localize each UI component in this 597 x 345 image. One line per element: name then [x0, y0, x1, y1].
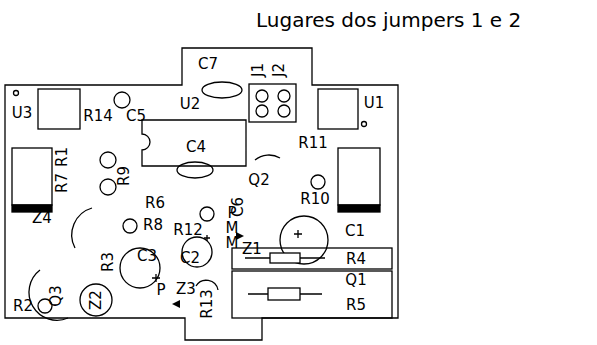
part-label: R9: [117, 166, 132, 186]
resistor-symbol: [268, 288, 300, 300]
transistor-outline: [255, 155, 280, 160]
part-label: R3: [101, 252, 116, 272]
diode-symbol: [172, 300, 180, 308]
diode-outline: [80, 284, 112, 316]
part-label: R7: [55, 173, 70, 193]
regulator-tab: [338, 205, 380, 212]
ic-outline: [38, 89, 80, 129]
regulator-outline: [338, 148, 380, 205]
part-label: M: [226, 236, 239, 251]
part-label: R10: [300, 192, 330, 207]
jumper-pads: [256, 90, 290, 117]
part-label: Q1: [345, 273, 366, 288]
pin-mark: [362, 122, 367, 127]
part-label: Z4: [32, 211, 52, 226]
part-label: Z3: [176, 282, 196, 297]
ic-outline: [142, 120, 246, 166]
component-box: [232, 271, 392, 318]
resistor-outline: [100, 152, 116, 168]
part-label: R4: [346, 252, 366, 267]
part-label: R11: [298, 136, 328, 151]
part-label: C1: [345, 224, 365, 239]
part-label: C7: [198, 57, 218, 72]
part-label: R1: [55, 147, 70, 167]
polarity-mark: [204, 235, 210, 241]
regulator-outline: [12, 148, 52, 205]
part-label: U2: [180, 97, 201, 112]
resistor-outline: [196, 280, 218, 290]
part-label: U1: [364, 96, 385, 111]
resistor-outline: [123, 219, 137, 233]
part-label: M: [226, 221, 239, 236]
capacitor-outline: [177, 162, 213, 178]
ic-outline: [318, 89, 358, 129]
part-label: R8: [143, 218, 163, 233]
resistor-outline: [114, 92, 130, 108]
board-outline: [5, 48, 398, 340]
part-label: Q2: [248, 173, 269, 188]
part-label: R13: [200, 289, 215, 319]
title-text: Lugares dos jumpers 1 e 2: [256, 10, 521, 30]
part-label: C5: [126, 109, 146, 124]
polarity-mark: [152, 274, 160, 282]
part-label: Z2: [89, 290, 104, 310]
part-label: Q3: [49, 285, 64, 306]
resistor-outline: [200, 207, 214, 221]
part-label: C3: [137, 249, 157, 264]
polarity-mark: [294, 230, 302, 238]
part-label: R2: [13, 299, 33, 314]
part-label: U3: [12, 106, 33, 121]
jumper-block: [249, 84, 296, 122]
part-label: R6: [145, 196, 165, 211]
part-label: P: [227, 206, 236, 221]
part-label: P: [156, 283, 165, 298]
mounting-mark: [14, 91, 19, 96]
resistor-outline: [100, 179, 116, 195]
part-label: R14: [83, 109, 113, 124]
part-label: C4: [186, 140, 206, 155]
transistor-outline: [29, 270, 68, 320]
capacitor-outline: [202, 82, 242, 98]
part-label: Z1: [242, 242, 262, 257]
resistor-outline: [311, 175, 325, 189]
transistor-outline: [72, 208, 92, 248]
electrolytic-outline: [120, 248, 160, 288]
part-label: C2: [180, 251, 200, 266]
part-label: J2: [272, 63, 287, 77]
resistor-symbol: [270, 253, 300, 263]
part-label: R5: [346, 298, 366, 313]
part-label: R12: [173, 223, 203, 238]
part-label: J1: [251, 63, 266, 77]
